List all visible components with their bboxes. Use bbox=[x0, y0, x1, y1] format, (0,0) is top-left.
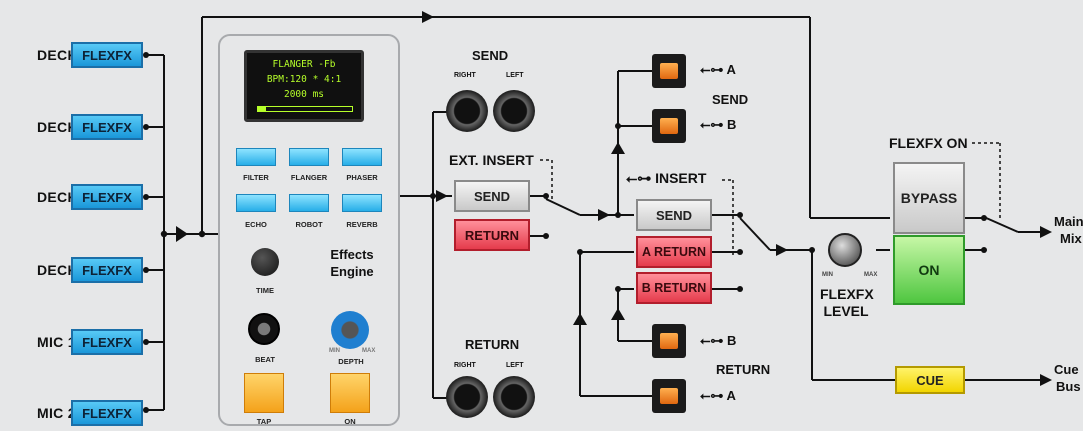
usb-return-b-label: ⭠⊶ B bbox=[700, 333, 736, 349]
ext-return-button[interactable]: RETURN bbox=[454, 219, 530, 251]
usb-icon: ⭠⊶ bbox=[700, 117, 724, 132]
usb-a-return-button[interactable]: A RETURN bbox=[636, 236, 712, 268]
ext-send-title: SEND bbox=[472, 48, 509, 63]
usb-insert-text: INSERT bbox=[655, 170, 707, 186]
usb-return-b-port bbox=[652, 324, 686, 358]
depth-knob[interactable] bbox=[331, 311, 369, 349]
fx-button-phaser[interactable] bbox=[342, 148, 382, 166]
level-min-label: MIN bbox=[822, 272, 833, 278]
fx-button-robot[interactable] bbox=[289, 194, 329, 212]
usb-icon: ⭠⊶ bbox=[700, 62, 724, 77]
flexfx-button-deck1[interactable]: FLEXFX bbox=[71, 114, 143, 140]
usb-send-title: SEND bbox=[712, 92, 749, 107]
usb-send-a-port bbox=[652, 54, 686, 88]
usb-icon: ⭠⊶ bbox=[626, 170, 652, 186]
display-line-1: FLANGER -Fb bbox=[272, 59, 336, 70]
engine-on-label: ON bbox=[344, 417, 356, 426]
ext-return-left-label: LEFT bbox=[506, 362, 524, 369]
usb-send-button[interactable]: SEND bbox=[636, 199, 712, 231]
fx-label-echo: ECHO bbox=[245, 220, 267, 229]
ext-send-left-jack[interactable] bbox=[493, 90, 535, 132]
depth-min-label: MIN bbox=[329, 348, 340, 354]
usb-return-b-letter: B bbox=[727, 333, 737, 348]
usb-insert-label: ⭠⊶ INSERT bbox=[626, 170, 706, 187]
cue-button[interactable]: CUE bbox=[895, 366, 965, 394]
fx-label-phaser: PHASER bbox=[346, 173, 378, 182]
fx-button-reverb[interactable] bbox=[342, 194, 382, 212]
usb-send-b-label: ⭠⊶ B bbox=[700, 117, 736, 133]
beat-label: BEAT bbox=[255, 355, 275, 364]
time-knob[interactable] bbox=[251, 248, 279, 276]
flexfx-button-mic1[interactable]: FLEXFX bbox=[71, 329, 143, 355]
fx-button-filter[interactable] bbox=[236, 148, 276, 166]
display-line-2: BPM:120 * 4:1 bbox=[266, 74, 342, 85]
tap-button[interactable] bbox=[244, 373, 284, 413]
usb-return-a-label: ⭠⊶ A bbox=[700, 388, 736, 404]
bypass-button[interactable]: BYPASS bbox=[893, 162, 965, 234]
usb-b-return-button[interactable]: B RETURN bbox=[636, 272, 712, 304]
fx-label-flanger: FLANGER bbox=[290, 173, 328, 182]
flexfx-button-deck4[interactable]: FLEXFX bbox=[71, 257, 143, 283]
fx-label-robot: ROBOT bbox=[295, 220, 323, 229]
display-line-3: 2000 ms bbox=[283, 89, 325, 100]
fx-label-filter: FILTER bbox=[243, 173, 269, 182]
input-label-mic1: MIC 1 bbox=[37, 334, 76, 350]
ext-send-button[interactable]: SEND bbox=[454, 180, 530, 212]
flexfx-button-deck3[interactable]: FLEXFX bbox=[71, 42, 143, 68]
ext-return-right-label: RIGHT bbox=[454, 362, 476, 369]
beat-knob[interactable] bbox=[248, 313, 280, 345]
ext-return-left-jack[interactable] bbox=[493, 376, 535, 418]
flexfx-on-button[interactable]: ON bbox=[893, 235, 965, 305]
display-progress-bar bbox=[257, 106, 353, 112]
main-mix-label-1: Main bbox=[1054, 214, 1083, 229]
ext-send-right-label: RIGHT bbox=[454, 72, 476, 79]
cue-bus-label-1: Cue bbox=[1054, 362, 1079, 377]
engine-on-button[interactable] bbox=[330, 373, 370, 413]
usb-return-title: RETURN bbox=[716, 362, 771, 377]
flexfx-button-mic2[interactable]: FLEXFX bbox=[71, 400, 143, 426]
flexfx-level-label-2: LEVEL bbox=[823, 303, 869, 319]
flexfx-level-knob[interactable] bbox=[828, 233, 862, 267]
ext-send-right-jack[interactable] bbox=[446, 90, 488, 132]
fx-button-echo[interactable] bbox=[236, 194, 276, 212]
oled-display: FLANGER -Fb BPM:120 * 4:1 2000 ms bbox=[244, 50, 364, 122]
usb-send-a-label: ⭠⊶ A bbox=[700, 62, 736, 78]
ext-return-right-jack[interactable] bbox=[446, 376, 488, 418]
usb-return-a-port bbox=[652, 379, 686, 413]
flexfx-level-label-1: FLEXFX bbox=[820, 286, 874, 302]
usb-send-b-letter: B bbox=[727, 117, 737, 132]
ext-insert-label: EXT. INSERT bbox=[449, 152, 534, 168]
main-mix-label-2: Mix bbox=[1060, 231, 1082, 246]
engine-title-line1: Effects bbox=[330, 247, 374, 262]
flexfx-button-deck2[interactable]: FLEXFX bbox=[71, 184, 143, 210]
depth-max-label: MAX bbox=[362, 348, 376, 354]
time-label: TIME bbox=[256, 286, 274, 295]
display-progress-fill bbox=[258, 107, 266, 111]
ext-return-title: RETURN bbox=[465, 337, 520, 352]
fx-label-reverb: REVERB bbox=[346, 220, 378, 229]
level-max-label: MAX bbox=[864, 272, 878, 278]
usb-icon: ⭠⊶ bbox=[700, 388, 724, 403]
tap-label: TAP bbox=[256, 417, 272, 426]
ext-send-left-label: LEFT bbox=[506, 72, 524, 79]
usb-send-b-port bbox=[652, 109, 686, 143]
fx-button-flanger[interactable] bbox=[289, 148, 329, 166]
engine-title-line2: Engine bbox=[330, 264, 374, 279]
depth-label: DEPTH bbox=[338, 357, 364, 366]
cue-bus-label-2: Bus bbox=[1056, 379, 1081, 394]
flexfx-on-label: FLEXFX ON bbox=[889, 135, 968, 151]
input-label-mic2: MIC 2 bbox=[37, 405, 76, 421]
usb-return-a-letter: A bbox=[726, 388, 736, 403]
usb-icon: ⭠⊶ bbox=[700, 333, 724, 348]
usb-send-a-letter: A bbox=[726, 62, 736, 77]
